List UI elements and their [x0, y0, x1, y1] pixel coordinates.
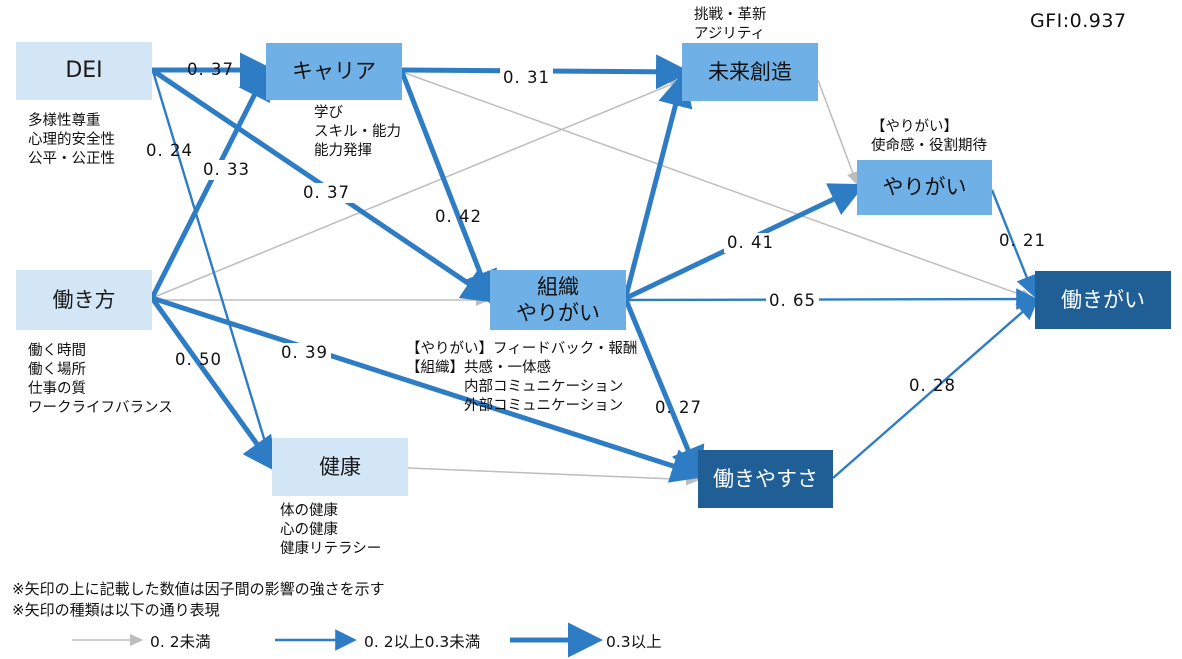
- node-hatarakikata: 働き方: [16, 270, 152, 330]
- arrow-hatarakikata-to-future: [151, 79, 684, 299]
- arrow-future-to-yarigai: [817, 79, 859, 186]
- weight-hatarakikata-career: 0. 33: [200, 160, 253, 180]
- note-line-2: ※矢印の種類は以下の通り表現: [12, 601, 220, 619]
- weight-hatarakikata-yasusa: 0. 39: [278, 343, 331, 363]
- weight-soshiki-yasusa: 0. 27: [655, 398, 702, 417]
- arrow-soshiki-to-hatarakigai: [625, 288, 1038, 310]
- node-hatarakigai: 働きがい: [1035, 271, 1171, 329]
- weight-career-future: 0. 31: [500, 68, 553, 88]
- weight-soshiki-hatarakigai: 0. 65: [766, 291, 819, 311]
- desc-dei: 多様性尊重 心理的安全性 公平・公正性: [28, 113, 115, 167]
- weight-soshiki-yarigai: 0. 41: [724, 233, 777, 253]
- node-dei: DEI: [16, 42, 152, 100]
- desc-career: 学び スキル・能力 能力発揮: [314, 105, 401, 159]
- weight-dei-kenko: 0. 24: [146, 141, 193, 160]
- arrow-kenko-to-yasusa: [407, 467, 700, 486]
- weight-yasusa-hatarakigai: 0. 28: [909, 376, 956, 395]
- desc-soshiki: 【やりがい】フィードバック・報酬 【組織】共感・一体感 内部コミュニケーション …: [406, 341, 638, 414]
- arrow-yasusa-to-hatarakigai: [832, 297, 1039, 479]
- weight-hatarakikata-kenko: 0. 50: [175, 350, 222, 369]
- arrow-yarigai-to-hatarakigai: [990, 189, 1037, 298]
- legend-medium-label: 0. 2以上0.3未満: [364, 633, 481, 651]
- node-future: 未来創造: [682, 43, 818, 101]
- weight-career-soshiki: 0. 42: [435, 207, 482, 226]
- weight-yarigai-hatarakigai: 0. 21: [999, 231, 1046, 250]
- node-soshiki: 組織 やりがい: [490, 270, 626, 330]
- arrow-career-to-soshiki: [399, 71, 497, 307]
- legend-strong-label: 0.3以上: [606, 633, 662, 651]
- arrow-soshiki-to-yasusa: [623, 299, 705, 483]
- weight-dei-soshiki: 0. 37: [300, 183, 353, 203]
- arrow-hatarakikata-to-kenko: [149, 296, 278, 473]
- node-career: キャリア: [266, 43, 402, 100]
- desc-yarigai: 【やりがい】 使命感・役割期待: [871, 119, 987, 154]
- desc-kenko: 体の健康 心の健康 健康リテラシー: [280, 503, 382, 557]
- arrow-hatarakikata-to-career: [149, 63, 271, 300]
- arrow-soshiki-to-future: [623, 71, 693, 297]
- node-yasusa: 働きやすさ: [698, 450, 833, 508]
- note-line-1: ※矢印の上に記載した数値は因子間の影響の強さを示す: [12, 580, 385, 598]
- node-yarigai: やりがい: [857, 160, 992, 215]
- arrow-career-to-hatarakigai: [401, 71, 1035, 301]
- gfi-value: GFI:0.937: [1030, 10, 1127, 32]
- weight-dei-career: 0. 37: [187, 60, 234, 79]
- arrow-hatarakikata-to-yasusa: [151, 295, 707, 483]
- desc-future: 挑戦・革新 アジリティ: [694, 7, 767, 42]
- arrow-dei-to-kenko: [150, 67, 278, 470]
- legend-weak-label: 0. 2未満: [150, 633, 211, 651]
- node-kenko: 健康: [272, 438, 408, 496]
- desc-hatarakikata: 働く時間 働く場所 仕事の質 ワークライフバランス: [28, 343, 173, 416]
